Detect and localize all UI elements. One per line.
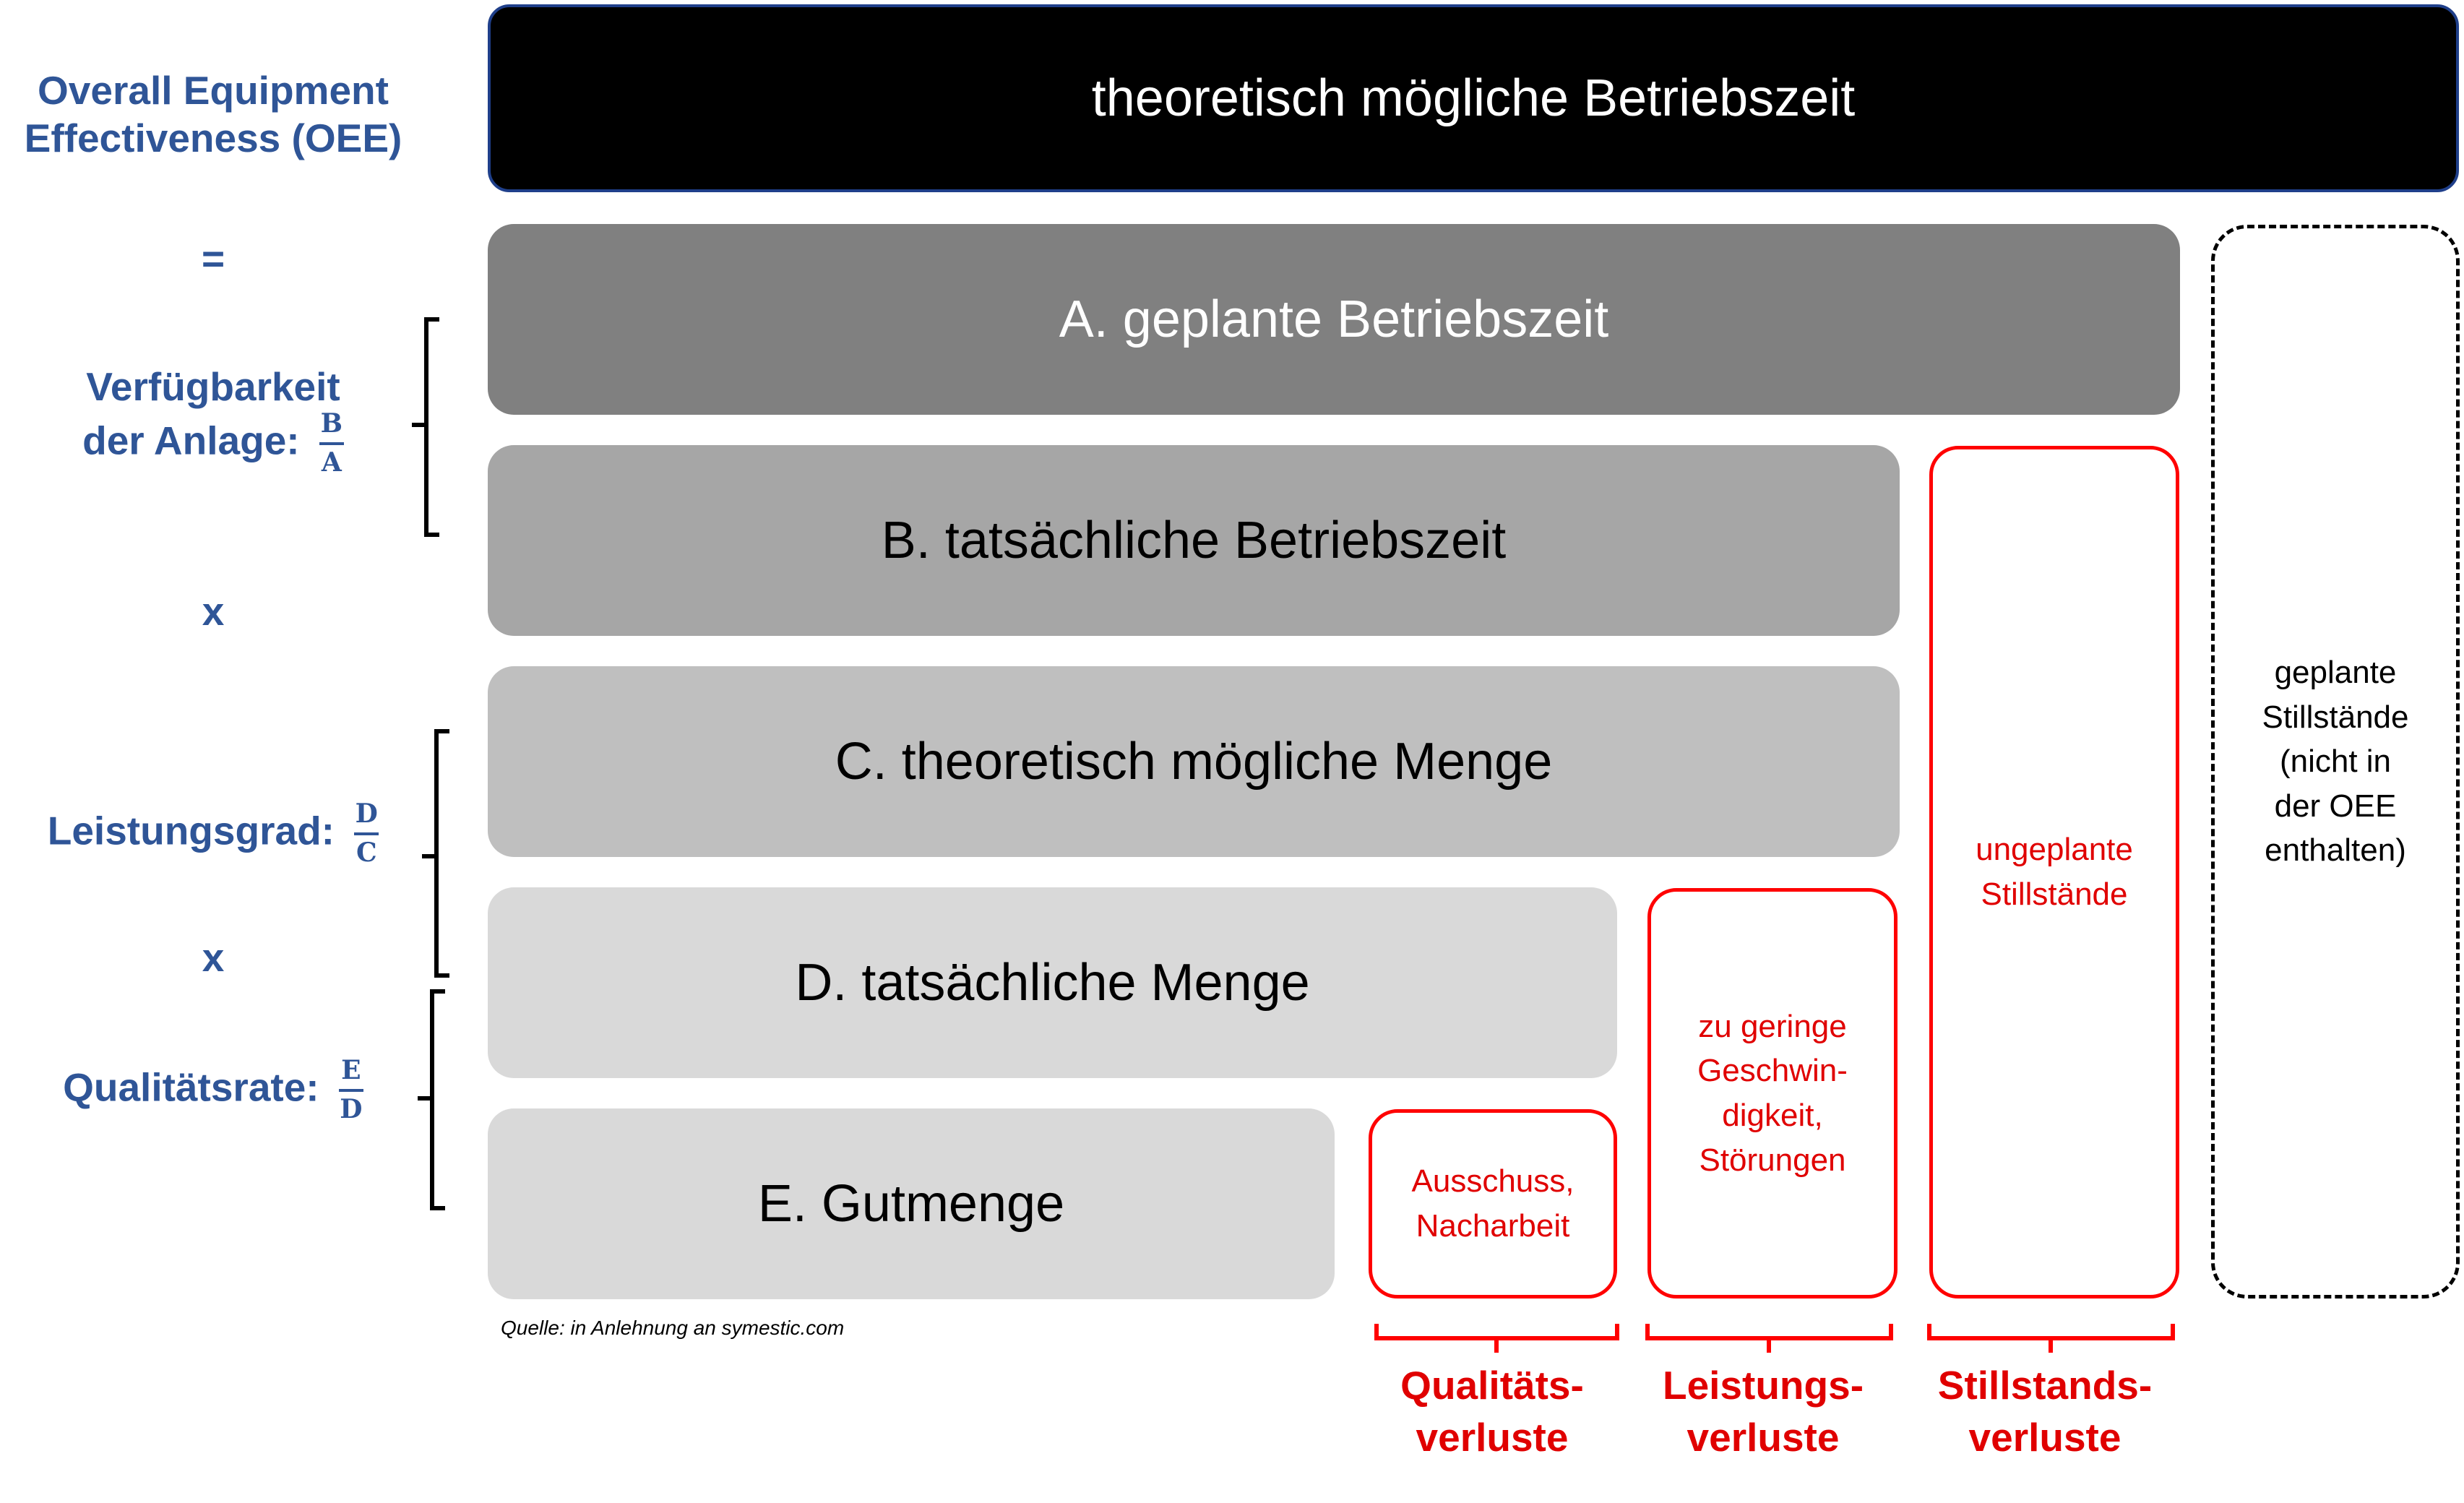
fraction-bar (338, 1088, 363, 1092)
actual-operating-time-label: B. tatsächliche Betriebszeit (881, 512, 1507, 569)
oee-title-line1: Overall Equipment (38, 68, 389, 113)
planned-downtime-box: geplante Stillstände (nicht in der OEE e… (2211, 225, 2460, 1299)
quality-loss-label: Qualitäts- verluste (1358, 1360, 1626, 1463)
brace-graphics (412, 317, 449, 1210)
unplanned-downtime-line: ungeplante (1976, 832, 2133, 868)
actual-quantity-bar: D. tatsächliche Menge (488, 887, 1617, 1078)
performance-loss-label-line: verluste (1687, 1414, 1840, 1460)
good-quantity-label: E. Gutmenge (757, 1175, 1065, 1233)
performance-loss-line: Störungen (1699, 1142, 1846, 1178)
planned-operating-time-bar: A. geplante Betriebszeit (488, 224, 2180, 415)
performance-loss-label-line: Leistungs- (1662, 1363, 1864, 1408)
performance-loss-box: zu geringe Geschwin- digkeit, Störungen (1647, 888, 1897, 1299)
fraction-denominator: C (356, 837, 377, 868)
performance-loss-line: zu geringe (1698, 1008, 1847, 1044)
availability-label-line2: der Anlage: (82, 418, 300, 463)
downtime-loss-label: Stillstands- verluste (1908, 1360, 2182, 1463)
theoretical-quantity-bar: C. theoretisch mögliche Menge (488, 666, 1900, 857)
quality-loss-text: Ausschuss, Nacharbeit (1412, 1159, 1575, 1248)
oee-title-line2: Effectiveness (OEE) (24, 116, 402, 160)
loss-bracket-graphics (1374, 1324, 2175, 1353)
multiply-sign-2: x (202, 935, 225, 980)
quality-label: Qualitätsrate: (63, 1064, 319, 1110)
availability-formula: Verfügbarkeit der Anlage: B A (0, 363, 426, 477)
actual-quantity-label: D. tatsächliche Menge (795, 954, 1310, 1012)
oee-title: Overall Equipment Effectiveness (OEE) (0, 66, 426, 162)
unplanned-downtime-text: ungeplante Stillstände (1976, 827, 2133, 916)
quality-loss-box: Ausschuss, Nacharbeit (1369, 1109, 1617, 1299)
planned-downtime-line: Stillstände (2262, 699, 2409, 735)
planned-downtime-text: geplante Stillstände (nicht in der OEE e… (2262, 650, 2408, 873)
theoretical-operating-time-bar: theoretisch mögliche Betriebszeit (488, 4, 2459, 192)
planned-downtime-line: der OEE (2274, 788, 2397, 824)
quality-loss-line: Ausschuss, (1411, 1163, 1575, 1200)
availability-brace (412, 317, 439, 537)
downtime-loss-bracket (1927, 1324, 2175, 1353)
fraction-bar (354, 832, 379, 835)
downtime-loss-label-line: Stillstands- (1937, 1363, 2153, 1408)
theoretical-quantity-label: C. theoretisch mögliche Menge (835, 733, 1553, 791)
multiply-sign-1: x (202, 589, 225, 634)
quality-loss-label-line: verluste (1416, 1414, 1569, 1460)
planned-downtime-line: enthalten) (2265, 832, 2406, 869)
unplanned-downtime-line: Stillstände (1981, 877, 2128, 912)
performance-loss-line: digkeit, (1722, 1098, 1823, 1133)
source-note: Quelle: in Anlehnung an symestic.com (501, 1317, 845, 1339)
good-quantity-bar: E. Gutmenge (488, 1108, 1335, 1299)
fraction-numerator: B (320, 408, 343, 439)
availability-fraction: B A (319, 410, 344, 477)
fraction-numerator: D (355, 798, 378, 829)
quality-formula: Qualitätsrate: E D (0, 1055, 426, 1124)
theoretical-operating-time-label: theoretisch mögliche Betriebszeit (1091, 69, 1856, 127)
actual-operating-time-bar: B. tatsächliche Betriebszeit (488, 445, 1900, 636)
equals-sign: = (201, 236, 225, 281)
quality-fraction: E D (338, 1055, 363, 1124)
fraction-denominator: A (321, 447, 342, 478)
performance-brace (422, 729, 449, 978)
availability-label-row: der Anlage: B A (0, 410, 426, 477)
fraction-denominator: D (340, 1093, 363, 1124)
planned-operating-time-label: A. geplante Betriebszeit (1059, 290, 1609, 348)
quality-loss-label-line: Qualitäts- (1400, 1363, 1584, 1408)
performance-fraction: D C (354, 798, 379, 868)
fraction-numerator: E (341, 1055, 361, 1085)
performance-loss-line: Geschwin- (1697, 1053, 1848, 1089)
unplanned-downtime-box: ungeplante Stillstände (1929, 446, 2179, 1299)
availability-label-line1: Verfügbarkeit (86, 364, 340, 409)
fraction-bar (319, 442, 344, 445)
performance-loss-label: Leistungs- verluste (1629, 1360, 1897, 1463)
planned-downtime-line: (nicht in (2279, 744, 2392, 780)
performance-label: Leistungsgrad: (47, 808, 335, 853)
performance-formula: Leistungsgrad: D C (0, 798, 426, 868)
performance-loss-text: zu geringe Geschwin- digkeit, Störungen (1697, 1004, 1848, 1182)
performance-loss-bracket (1645, 1324, 1893, 1353)
quality-loss-bracket (1374, 1324, 1619, 1353)
planned-downtime-line: geplante (2274, 655, 2397, 691)
downtime-loss-label-line: verluste (1968, 1414, 2121, 1460)
quality-loss-line: Nacharbeit (1416, 1208, 1570, 1244)
quality-brace (418, 989, 445, 1210)
